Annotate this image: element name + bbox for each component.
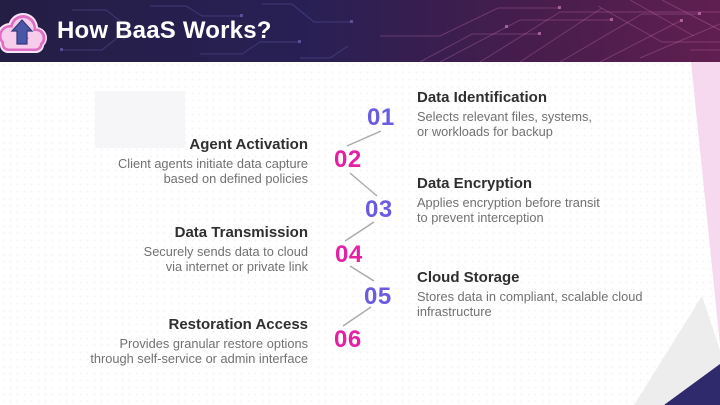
- step-block-cloud-storage: Cloud Storage Stores data in compliant, …: [417, 269, 689, 320]
- step-title: Data Encryption: [417, 175, 533, 192]
- image-placeholder: [95, 91, 185, 148]
- step-block-data-transmission: Data Transmission Securely sends data to…: [40, 224, 308, 275]
- step-description: Securely sends data to cloud via interne…: [143, 244, 308, 274]
- step-block-agent-activation: Agent Activation Client agents initiate …: [40, 136, 308, 187]
- zigzag-connectors: [342, 130, 382, 327]
- connector-lines: [342, 130, 382, 327]
- step-block-restoration-access: Restoration Access Provides granular res…: [40, 316, 309, 367]
- step-description: Provides granular restore options throug…: [90, 336, 308, 366]
- slide-title: How BaaS Works?: [57, 17, 272, 44]
- step-number-1: 01: [367, 104, 395, 131]
- step-title: Data Identification: [417, 89, 548, 106]
- step-number-5: 05: [364, 283, 392, 310]
- step-title: Data Transmission: [174, 224, 308, 241]
- step-description: Client agents initiate data capture base…: [118, 156, 308, 186]
- step-number-4: 04: [335, 241, 363, 268]
- cloud-upload-icon: [0, 13, 47, 53]
- step-number-2: 02: [334, 146, 362, 173]
- header-banner: How BaaS Works?: [0, 0, 720, 62]
- step-title: Restoration Access: [168, 316, 309, 333]
- step-number-6: 06: [334, 326, 362, 353]
- step-title: Agent Activation: [189, 136, 308, 153]
- step-title: Cloud Storage: [417, 269, 520, 286]
- step-block-data-identification: Data Identification Selects relevant fil…: [417, 89, 689, 140]
- step-number-3: 03: [365, 196, 393, 223]
- circuit-pattern: [60, 0, 720, 62]
- step-description: Stores data in compliant, scalable cloud…: [417, 289, 643, 319]
- step-description: Applies encryption before transit to pre…: [417, 195, 600, 225]
- step-description: Selects relevant files, systems, or work…: [417, 109, 592, 139]
- step-block-data-encryption: Data Encryption Applies encryption befor…: [417, 175, 689, 226]
- up-arrow-icon: [10, 19, 34, 45]
